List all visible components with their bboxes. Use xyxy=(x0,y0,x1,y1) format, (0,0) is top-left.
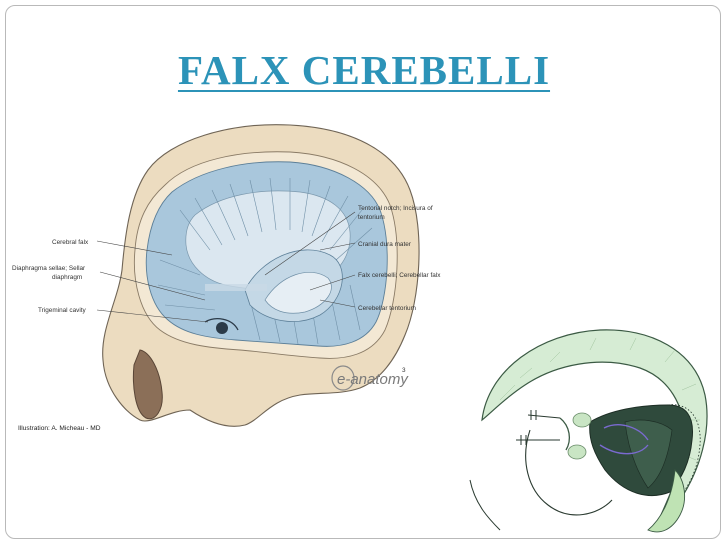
lower-curve-stem xyxy=(525,429,613,516)
orbit-shape xyxy=(132,349,163,420)
slide-title: FALX CEREBELLI xyxy=(177,47,551,93)
trigeminal-cavity-spot xyxy=(216,322,228,334)
falx-schematic xyxy=(469,329,708,533)
label-falx-cerebelli: Falx cerebelli; Cerebellar falx xyxy=(358,272,441,279)
image-watermark-bar xyxy=(205,284,267,291)
eanatomy-logo-icon xyxy=(331,365,355,391)
attachment-blob-lower xyxy=(567,444,587,460)
tentorium-dotted-edge xyxy=(667,404,701,506)
label-cerebellar-tentorium: Cerebellar tentorium xyxy=(358,305,416,312)
label-trigeminal-cavity: Trigeminal cavity xyxy=(38,307,87,314)
tentorial-notch xyxy=(264,271,332,314)
label-tentorial-notch-line2: tentorium xyxy=(358,214,385,221)
label-tentorial-notch-line1: Tentorial notch; Incisura of xyxy=(358,205,433,212)
left-stem xyxy=(469,479,501,531)
notch-arrow-upper xyxy=(603,424,649,441)
attachment-blob-upper xyxy=(572,412,592,428)
leader-lines xyxy=(96,211,356,323)
falx-cerebelli-shape xyxy=(647,469,686,533)
skull-illustration: Cerebral falx Diaphragma sellae; Sellar … xyxy=(12,124,441,432)
tentorium-inner xyxy=(624,419,673,489)
eanatomy-watermark: e-anatomy xyxy=(337,371,409,388)
crossed-ties xyxy=(516,410,561,445)
illustration-credit: Illustration: A. Micheau - MD xyxy=(18,425,101,432)
eanatomy-superscript: 3 xyxy=(402,367,406,374)
label-diaphragma-line2: diaphragm xyxy=(52,274,82,281)
label-cerebral-falx: Cerebral falx xyxy=(52,239,89,246)
dura-fiber-lines xyxy=(157,177,373,345)
slide-frame xyxy=(5,5,721,539)
label-diaphragma-line1: Diaphragma sellae; Sellar xyxy=(12,265,86,272)
label-cranial-dura: Cranial dura mater xyxy=(358,241,412,248)
notch-arrow-lower xyxy=(599,444,649,455)
